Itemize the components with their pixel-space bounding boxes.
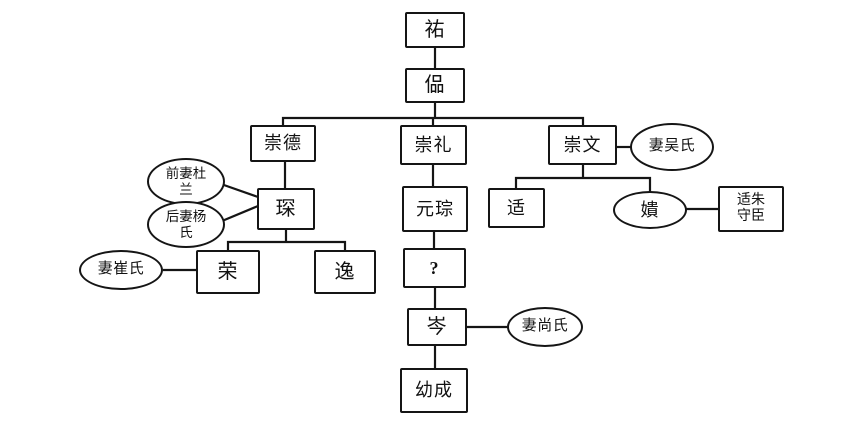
node-rong: 荣 [196, 250, 260, 294]
node-former-wife-du: 前妻杜 兰 [147, 158, 225, 205]
node-youcheng: 幼成 [400, 368, 468, 413]
node-chen-label: 琛 [275, 197, 297, 220]
node-youcheng-label: 幼成 [415, 380, 453, 401]
node-wife-shang-label: 妻尚氏 [521, 318, 569, 335]
node-wife-wu-label: 妻吴氏 [648, 138, 696, 155]
node-zhu-shouchen: 适朱 守臣 [718, 186, 784, 232]
node-chongde: 崇德 [250, 125, 316, 162]
node-kan: 偘 [405, 68, 465, 103]
node-wife-wu: 妻吴氏 [630, 123, 714, 171]
node-cen: 岑 [407, 308, 467, 346]
node-wife-cui-label: 妻崔氏 [97, 261, 145, 278]
node-yi: 逸 [314, 250, 376, 294]
node-kan-label: 偘 [424, 74, 446, 96]
node-chen: 琛 [257, 188, 315, 230]
node-yuancong: 元琮 [402, 186, 468, 232]
node-cen-label: 岑 [426, 315, 448, 338]
node-chongde-label: 崇德 [264, 133, 302, 154]
node-later-wife-yang-label: 后妻杨 氏 [165, 208, 207, 240]
node-shi-label: 适 [507, 197, 526, 218]
edge-chongwen-children [514, 165, 652, 192]
node-yi-label: 逸 [334, 260, 356, 283]
node-yuancong-label: 元琮 [416, 198, 454, 219]
edge-chen-children [226, 230, 347, 250]
node-chongli: 崇礼 [400, 125, 467, 165]
node-kui: 嬇 [613, 191, 687, 229]
node-chongwen-label: 崇文 [563, 134, 602, 155]
node-zhu-shouchen-label: 适朱 守臣 [737, 192, 765, 224]
edge-duqi-chen [220, 182, 259, 199]
node-chongli-label: 崇礼 [414, 134, 453, 155]
node-former-wife-du-label: 前妻杜 兰 [165, 165, 207, 197]
node-you-label: 祐 [424, 18, 446, 41]
node-unknown: ? [403, 248, 466, 288]
node-shi: 适 [488, 188, 545, 228]
node-wife-cui: 妻崔氏 [79, 250, 163, 290]
node-you: 祐 [405, 12, 465, 48]
node-kui-label: 嬇 [640, 199, 660, 220]
node-unknown-label: ? [429, 257, 440, 278]
node-rong-label: 荣 [217, 260, 239, 283]
node-chongwen: 崇文 [548, 125, 617, 165]
node-later-wife-yang: 后妻杨 氏 [147, 201, 225, 248]
edge-yangqi-chen [221, 204, 259, 223]
edge-kan-children [281, 103, 585, 125]
node-wife-shang: 妻尚氏 [507, 307, 583, 347]
